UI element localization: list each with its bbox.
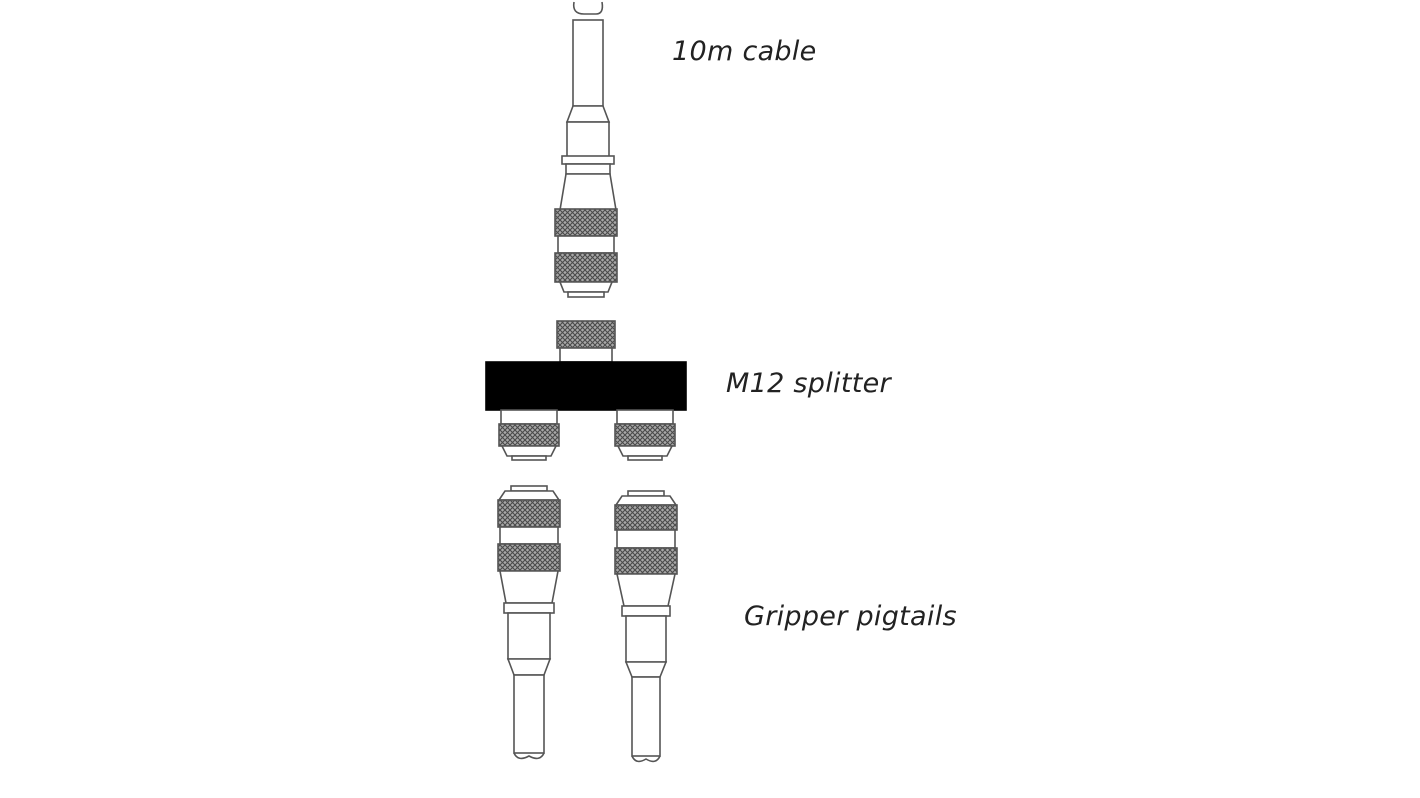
left-pigtail-end: [513, 752, 545, 760]
right-pigtail-end: [631, 755, 661, 763]
splitter-right-nut: [614, 423, 676, 447]
right-pigtail-nut-top: [614, 504, 678, 531]
left-pigtail-collar: [503, 602, 555, 614]
right-pigtail-jacket: [631, 676, 661, 757]
label-gripper-pigtails: Gripper pigtails: [744, 601, 957, 632]
cable-connector-tip: [558, 281, 614, 293]
m12-splitter: [485, 320, 687, 461]
splitter-left-neck: [500, 409, 558, 425]
gripper-pigtail-left: [497, 485, 561, 760]
right-pigtail-tip: [614, 495, 678, 506]
right-pigtail-nut-bottom: [614, 547, 678, 575]
cable-coupling-gap: [557, 235, 615, 254]
splitter-right-neck: [616, 409, 674, 425]
splitter-body: [485, 361, 687, 411]
cable-end-curl: [572, 1, 604, 15]
cable-connector-body: [559, 173, 617, 211]
splitter-left-face: [511, 455, 547, 461]
left-pigtail-nut-bottom: [497, 543, 561, 572]
gripper-pigtail-right: [614, 490, 678, 763]
right-pigtail-strain-relief: [625, 615, 667, 663]
cable-coupling-nut-bottom: [554, 252, 618, 283]
splitter-input-nut: [556, 320, 616, 349]
label-m12-splitter: M12 splitter: [726, 368, 891, 399]
cable-coupling-nut-top: [554, 208, 618, 237]
left-pigtail-tip: [497, 490, 561, 501]
left-pigtail-gap: [499, 526, 559, 545]
cable-strain-relief-flare: [565, 105, 611, 123]
label-10m-cable: 10m cable: [672, 36, 817, 67]
cable-strain-relief: [566, 121, 610, 159]
splitter-right-tip: [616, 445, 674, 457]
cable-collar: [561, 155, 615, 165]
right-pigtail-collar: [621, 605, 671, 617]
splitter-input-neck: [559, 347, 613, 363]
right-pigtail-flare: [624, 661, 668, 678]
left-pigtail-flare: [506, 658, 552, 676]
cable-jacket: [572, 19, 604, 107]
splitter-left-tip: [500, 445, 558, 457]
right-pigtail-body: [616, 573, 676, 607]
left-pigtail-nut-top: [497, 499, 561, 528]
cable-connector-face: [567, 291, 605, 298]
splitter-left-nut: [498, 423, 560, 447]
left-pigtail-jacket: [513, 674, 545, 754]
left-pigtail-strain-relief: [507, 612, 551, 660]
cable-collar-2: [565, 163, 611, 175]
right-pigtail-gap: [616, 529, 676, 549]
ten-meter-cable: [554, 1, 618, 298]
splitter-right-face: [627, 455, 663, 461]
left-pigtail-body: [499, 570, 559, 604]
